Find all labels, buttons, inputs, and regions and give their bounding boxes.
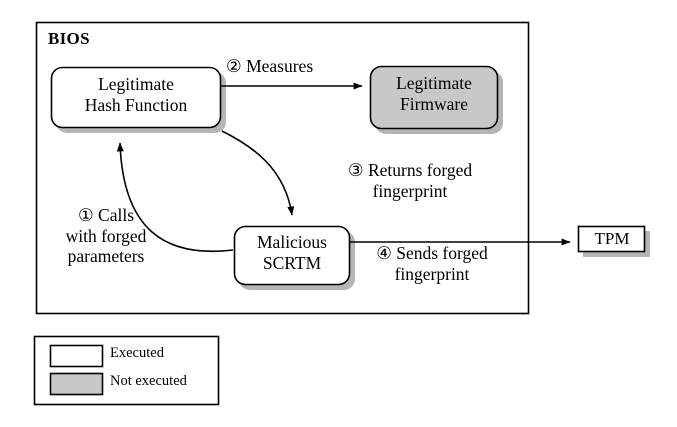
hash-node-label: Legitimate Hash Function <box>51 74 221 115</box>
scrtm-node-label-line1: Malicious <box>257 232 327 252</box>
legend-swatch-executed <box>49 344 104 368</box>
legend-label-executed: Executed <box>110 345 164 361</box>
firmware-node-label: Legitimate Firmware <box>370 73 498 114</box>
step-1-line3: parameters <box>67 246 145 267</box>
step-3-line1: ③ Returns forged <box>347 160 473 180</box>
step-1-calls-with-forged-parameters-label: ① Calls with forged parameters <box>31 205 181 267</box>
step-2-measures-label: ② Measures <box>226 56 314 76</box>
legend-label-not-executed: Not executed <box>110 373 187 389</box>
bios-container-label: BIOS <box>48 29 90 48</box>
step-4-sends-forged-fingerprint-label: ④ Sends forged fingerprint <box>351 243 513 284</box>
step-1-line2: with forged <box>65 225 147 246</box>
legend-swatch-not-executed <box>49 372 104 396</box>
scrtm-node-label: Malicious SCRTM <box>234 232 350 273</box>
firmware-node-label-line2: Firmware <box>399 93 469 114</box>
step-3-returns-forged-fingerprint-label: ③ Returns forged fingerprint <box>322 160 498 201</box>
scrtm-node-label-line2: SCRTM <box>262 252 322 273</box>
hash-node-label-line2: Hash Function <box>84 94 188 115</box>
hash-node-label-line1: Legitimate <box>98 74 174 94</box>
tpm-node-label: TPM <box>594 229 630 248</box>
step-4-line1: ④ Sends forged <box>376 243 488 263</box>
step-4-line2: fingerprint <box>394 263 470 284</box>
edge-returns-forged-fingerprint <box>221 130 295 216</box>
step-1-line1: ① Calls <box>77 205 135 225</box>
firmware-node-label-line1: Legitimate <box>396 73 472 93</box>
step-3-line2: fingerprint <box>372 180 448 201</box>
